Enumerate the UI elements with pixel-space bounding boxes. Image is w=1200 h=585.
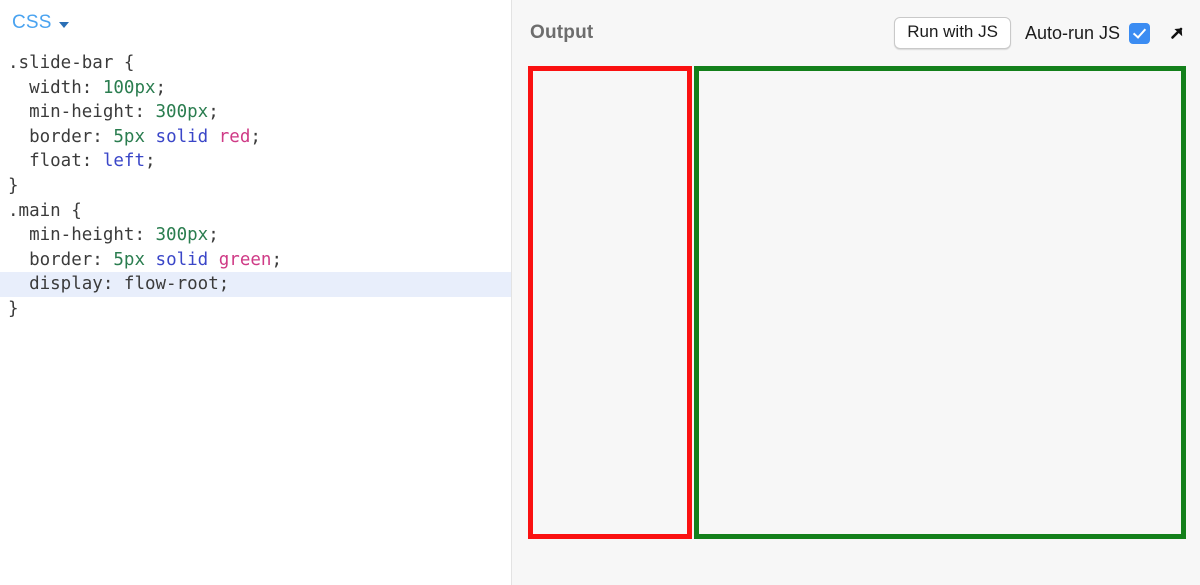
code-token: 5px [113,249,145,270]
code-token: : [102,274,124,295]
code-token: .slide-bar [8,53,114,73]
output-pane: Output Run with JS Auto-run JS [512,0,1200,585]
code-line[interactable]: } [0,297,511,322]
code-line[interactable]: border: 5px solid green; [0,248,511,273]
code-line[interactable]: min-height: 300px; [0,100,511,125]
code-line[interactable]: min-height: 300px; [0,223,511,248]
code-token: ; [250,126,261,147]
editor-language-bar: CSS [0,0,511,46]
code-token: } [8,298,19,319]
code-token: ; [155,77,167,98]
code-token: ; [218,274,230,295]
code-token: display [8,274,103,295]
output-title: Output [530,22,594,43]
code-line[interactable]: float: left; [0,149,511,174]
code-token: : [92,249,114,270]
code-token: min-height [8,225,135,246]
code-token: solid [155,126,209,147]
output-preview [528,66,1186,539]
code-token: min-height [8,102,135,123]
preview-main-box [694,66,1186,539]
code-token: width [8,77,82,98]
language-selector[interactable]: CSS [12,12,69,34]
code-token: : [81,77,103,98]
css-editor-pane: CSS .slide-bar { width: 100px; min-heigh… [0,0,512,585]
code-line[interactable]: .main { [0,199,511,224]
auto-run-js-label: Auto-run JS [1024,22,1120,43]
code-line[interactable]: } [0,174,511,199]
auto-run-js-toggle[interactable]: Auto-run JS [1024,22,1150,44]
code-token: .main [8,200,61,221]
preview-slide-bar-box [528,66,692,539]
code-token: border [8,126,93,147]
code-line[interactable]: width: 100px; [0,76,511,101]
code-token: solid [155,249,209,270]
chevron-down-icon [58,21,69,28]
code-token: 300px [155,102,209,123]
output-header-actions: Run with JS Auto-run JS [894,17,1194,49]
code-token: 100px [102,77,156,98]
code-token [145,250,156,270]
code-token: 300px [155,225,209,246]
code-token: { [113,53,135,73]
code-line[interactable]: border: 5px solid red; [0,125,511,150]
code-token [208,127,219,147]
code-token: float [8,151,82,172]
code-line[interactable]: display: flow-root; [0,272,511,297]
code-token: : [92,126,114,147]
code-token: red [218,126,251,147]
code-token: : [81,151,103,172]
code-token: 5px [113,126,145,147]
code-token: border [8,249,93,270]
language-label: CSS [12,12,52,33]
output-header: Output Run with JS Auto-run JS [512,0,1200,66]
diagonal-arrow-icon[interactable] [1164,20,1190,46]
code-editor[interactable]: .slide-bar { width: 100px; min-height: 3… [0,46,511,322]
code-token: green [218,249,272,270]
code-token: ; [145,151,156,172]
code-token: ; [208,102,219,123]
code-token: : [134,225,156,246]
code-token [145,127,156,147]
code-token: left [102,151,145,172]
run-with-js-button[interactable]: Run with JS [894,17,1011,49]
code-token [208,250,219,270]
auto-run-js-checkbox[interactable] [1129,22,1150,44]
code-token: : [134,102,156,123]
code-token: } [8,175,19,196]
code-token: flow-root [123,274,219,295]
code-token: ; [271,249,282,270]
code-token: ; [208,225,219,246]
code-line[interactable]: .slide-bar { [0,51,511,76]
code-token: { [60,200,82,221]
